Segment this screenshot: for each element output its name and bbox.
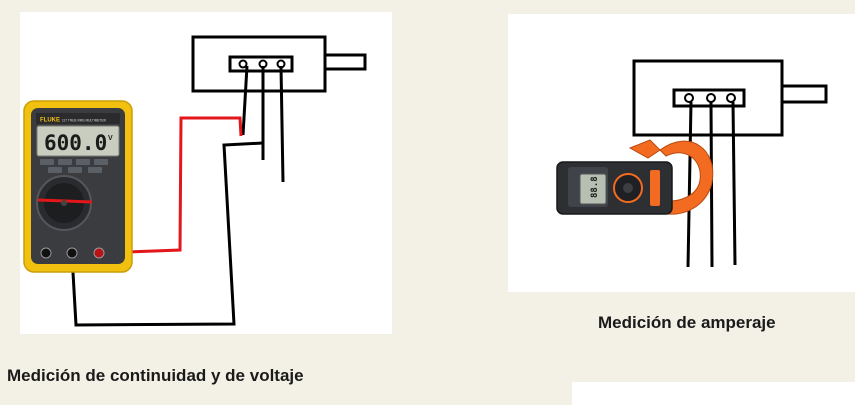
terminal-2 bbox=[706, 93, 716, 103]
jack-volt bbox=[93, 247, 105, 259]
terminal-3 bbox=[726, 93, 736, 103]
jack-a bbox=[40, 247, 52, 259]
mm-button bbox=[94, 159, 108, 165]
caption-amperage: Medición de amperaje bbox=[598, 313, 776, 332]
red-test-lead bbox=[98, 116, 243, 255]
clamp-stripe bbox=[650, 170, 660, 206]
motor-shaft bbox=[780, 84, 828, 104]
terminal-1 bbox=[238, 59, 248, 69]
black-test-lead bbox=[70, 141, 264, 327]
multimeter-display: 600.0 bbox=[44, 131, 107, 155]
multimeter-model: 117 TRUE RMS MULTIMETER bbox=[62, 119, 107, 123]
lead-3 bbox=[279, 65, 285, 183]
lead-3 bbox=[731, 101, 737, 266]
clamp-trigger bbox=[628, 139, 661, 159]
motor-left bbox=[191, 35, 367, 183]
mm-button bbox=[48, 167, 62, 173]
mm-button bbox=[40, 159, 54, 165]
corner-panel bbox=[572, 382, 855, 405]
clamp-display: 88.8 bbox=[590, 176, 600, 198]
multimeter-image: FLUKE 117 TRUE RMS MULTIMETER 600.0 V bbox=[23, 100, 133, 273]
mm-button bbox=[58, 159, 72, 165]
mm-button bbox=[88, 167, 102, 173]
mm-button bbox=[68, 167, 82, 173]
lead-1 bbox=[686, 101, 693, 268]
multimeter-brand: FLUKE bbox=[40, 118, 60, 124]
motor-right bbox=[632, 59, 828, 268]
jack-com bbox=[66, 247, 78, 259]
mm-button bbox=[76, 159, 90, 165]
motor-shaft bbox=[323, 53, 367, 71]
lead-1 bbox=[241, 65, 249, 136]
caption-continuity-voltage: Medición de continuidad y de voltaje bbox=[7, 366, 304, 385]
multimeter-unit: V bbox=[108, 135, 113, 142]
terminal-1 bbox=[684, 93, 694, 103]
clamp-meter-image: 88.8 bbox=[556, 139, 714, 215]
